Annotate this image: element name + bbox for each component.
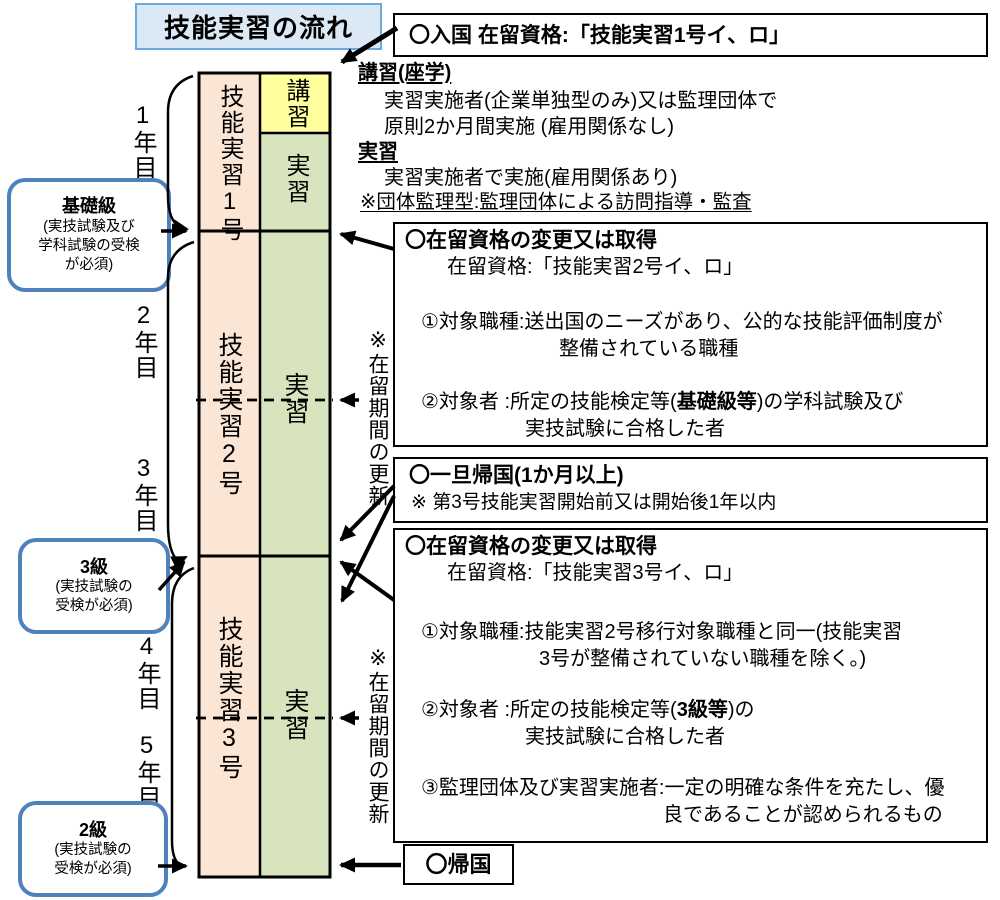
temporary-return-box: 〇一旦帰国(1か月以上)※ 第3号技能実習開始前又は開始後1年以内 (393, 457, 988, 523)
training-column (260, 133, 330, 877)
change3-arrow (339, 560, 396, 602)
grade-detail: (実技試験及び 学科試験の受検 が必須) (38, 218, 140, 273)
grade-box-3: 3級 (実技試験の 受検が必須) (18, 538, 170, 634)
temp-return-arrow-2 (340, 495, 396, 603)
status-change-box-3: 〇在留資格の変更又は取得在留資格:「技能実習3号イ、ロ」①対象職種:技能実習2号… (393, 528, 988, 843)
year-brackets (166, 74, 195, 868)
grade-box-2: 2級 (実技試験の 受検が必須) (18, 801, 168, 897)
page-title: 技能実習の流れ (135, 3, 382, 50)
grade-box-basic: 基礎級 (実技試験及び 学科試験の受検 が必須) (7, 178, 171, 292)
lecture-cell-label: 講習 (282, 78, 309, 130)
phase1-label: 技能実習1号 (216, 84, 243, 243)
phase3-label: 技能実習3号 (215, 616, 243, 781)
phase2-label: 技能実習2号 (215, 332, 243, 497)
year-label-1: 1年目 (129, 102, 156, 180)
grade-detail: (実技試験の 受検が必須) (54, 842, 132, 878)
status-change-box-2: 〇在留資格の変更又は取得在留資格:「技能実習2号イ、ロ」①対象職種:送出国のニー… (393, 222, 988, 447)
lecture-line1: 実習実施者(企業単独型のみ)又は監理団体で (384, 90, 778, 112)
training-cell-label-1: 実習 (282, 153, 309, 205)
year-label-4: 4年目 (133, 633, 160, 711)
grade-detail: (実技試験の 受検が必須) (55, 579, 133, 615)
year-label-2: 2年目 (130, 302, 157, 380)
grade-name: 基礎級 (62, 196, 116, 217)
training-line2: ※団体監理型:監理団体による訪問指導・監査 (360, 191, 752, 213)
entry-box: 〇入国 在留資格:「技能実習1号イ、ロ」 (393, 13, 988, 57)
year-label-3: 3年目 (130, 455, 157, 533)
lecture-heading: 講習(座学) (358, 62, 452, 84)
grade-name: 3級 (79, 556, 108, 577)
training-line1: 実習実施者で実施(雇用関係あり) (384, 167, 678, 189)
training-cell-label-3: 実習 (281, 688, 309, 742)
renewal-note-1: ※在留期間の更新 (366, 328, 389, 507)
final-return-box: 〇帰国 (403, 844, 514, 885)
renewal-note-2: ※在留期間の更新 (366, 646, 389, 825)
training-heading: 実習 (358, 141, 398, 163)
training-cell-label-2: 実習 (281, 372, 309, 426)
change2-arrow (339, 230, 395, 251)
grade-name: 2級 (78, 819, 107, 840)
lecture-line2: 原則2か月間実施 (雇用関係なし) (384, 116, 674, 138)
year-label-5: 5年目 (133, 732, 160, 810)
